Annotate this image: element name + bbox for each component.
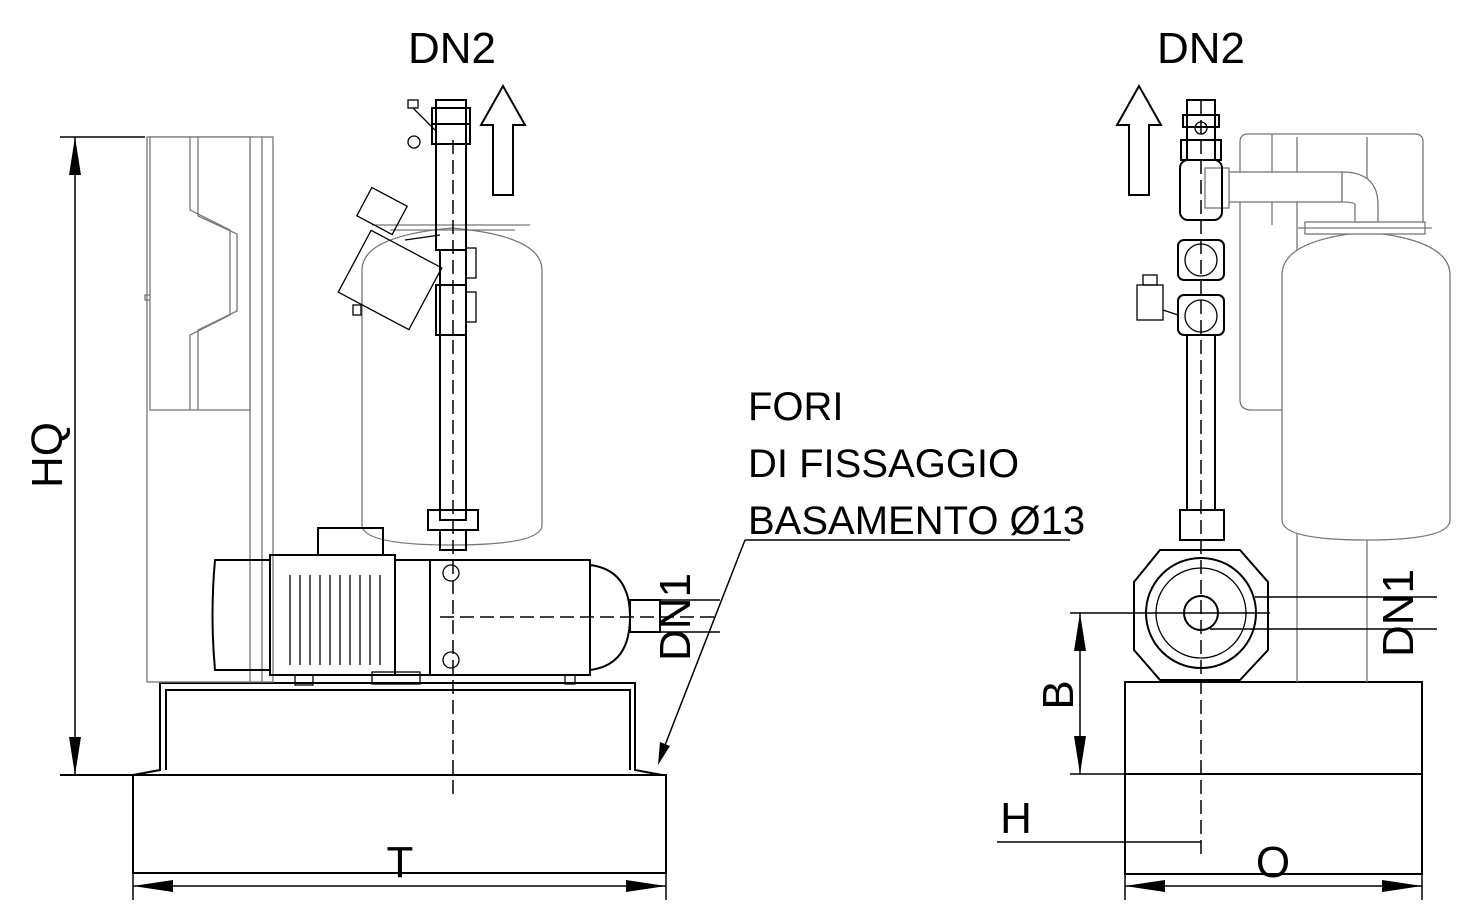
- left-control-panel: [144, 136, 274, 683]
- note-line-2: DI FISSAGGIO: [748, 442, 1019, 486]
- right-dn1-label: DN1: [1374, 569, 1423, 657]
- t-label: T: [387, 838, 414, 887]
- left-motor: [211, 527, 431, 686]
- dimension-o: [1124, 874, 1423, 900]
- left-pump-body: [429, 559, 720, 685]
- left-pressure-vessel: [361, 224, 543, 546]
- left-delivery-pipe: [407, 99, 479, 800]
- right-dn2-label: DN2: [1157, 24, 1245, 73]
- note-line-3: BASAMENTO Ø13: [748, 499, 1085, 543]
- right-elbow-pipe: [1204, 167, 1379, 223]
- hq-label: HQ: [23, 422, 72, 488]
- right-pressure-vessel: [1281, 221, 1451, 541]
- dimension-hq: [60, 136, 145, 775]
- left-view: DN2 HQ T DN1: [23, 24, 1070, 900]
- left-base-frame: [60, 682, 667, 874]
- left-dn1-extension: [660, 599, 720, 633]
- right-base: [1124, 681, 1423, 875]
- dimension-b: [1070, 613, 1125, 775]
- left-dn2-label: DN2: [408, 24, 496, 73]
- left-flow-arrow: [479, 83, 527, 196]
- o-label: O: [1256, 838, 1290, 887]
- note-line-1: FORI: [748, 385, 844, 429]
- mounting-note: FORI DI FISSAGGIO BASAMENTO Ø13: [748, 385, 1085, 543]
- note-leader: [658, 539, 1070, 765]
- dimension-t: [132, 873, 667, 900]
- right-dn1-extension: [1210, 596, 1437, 630]
- left-pressure-switch: [337, 186, 443, 331]
- right-flow-arrow: [1115, 83, 1163, 196]
- right-delivery-pipe: [1136, 99, 1225, 855]
- right-pump-head: [1070, 509, 1270, 681]
- right-view: DN2 DN1 B H O: [997, 24, 1451, 900]
- left-dn1-label: DN1: [651, 573, 700, 661]
- h-label: H: [1000, 794, 1032, 843]
- b-label: B: [1034, 680, 1083, 709]
